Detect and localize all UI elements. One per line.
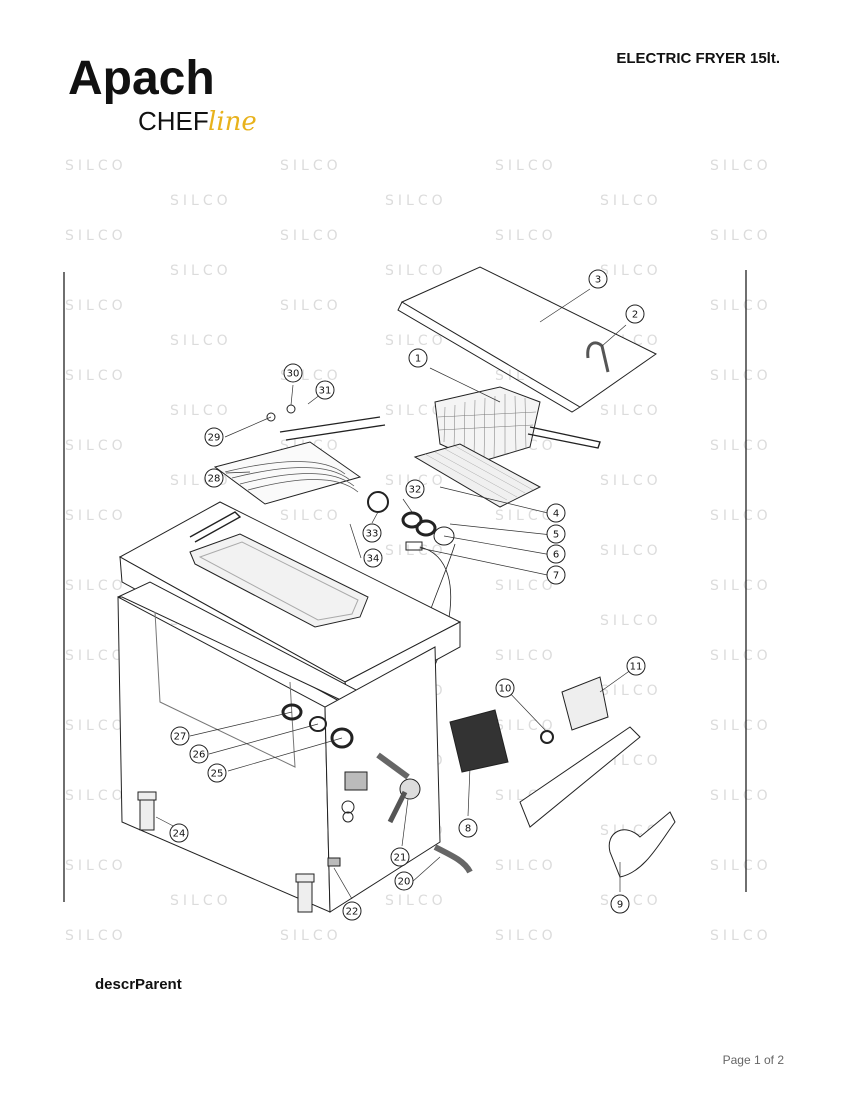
part-callout-label: 3 xyxy=(595,275,601,286)
watermark-text: SILCO xyxy=(65,228,127,244)
part-callout-label: 25 xyxy=(211,769,224,780)
part-callout-label: 20 xyxy=(398,877,411,888)
brand-logo: Apach CHEF line xyxy=(68,52,257,137)
part-callout-label: 2 xyxy=(632,310,638,321)
part-callout-27: 27 xyxy=(170,726,190,746)
watermark-text: SILCO xyxy=(170,193,232,209)
part-callout-label: 22 xyxy=(346,907,359,918)
part-callout-25: 25 xyxy=(207,763,227,783)
part-callout-1: 1 xyxy=(408,348,428,368)
part-callout-28: 28 xyxy=(204,468,224,488)
document-title: ELECTRIC FRYER 15lt. xyxy=(616,50,780,67)
part-callout-20: 20 xyxy=(394,871,414,891)
part-callout-22: 22 xyxy=(342,901,362,921)
part-callout-30: 30 xyxy=(283,363,303,383)
part-callout-label: 7 xyxy=(553,571,559,582)
part-callout-6: 6 xyxy=(546,544,566,564)
part-callout-5: 5 xyxy=(546,524,566,544)
part-callout-label: 32 xyxy=(409,485,422,496)
part-callout-label: 26 xyxy=(193,750,206,761)
brand-sub-script: line xyxy=(208,107,257,137)
part-callout-4: 4 xyxy=(546,503,566,523)
part-callout-7: 7 xyxy=(546,565,566,585)
part-callout-label: 29 xyxy=(208,433,221,444)
section-label: descrParent xyxy=(95,976,182,993)
part-callout-label: 1 xyxy=(415,354,421,365)
watermark-text: SILCO xyxy=(495,228,557,244)
part-callout-8: 8 xyxy=(458,818,478,838)
part-callout-label: 11 xyxy=(630,662,643,673)
part-callout-label: 5 xyxy=(553,530,559,541)
part-callout-31: 31 xyxy=(315,380,335,400)
part-callout-33: 33 xyxy=(362,523,382,543)
part-callout-10: 10 xyxy=(495,678,515,698)
part-callout-label: 4 xyxy=(553,509,559,520)
watermark-text: SILCO xyxy=(65,158,127,174)
page-indicator: Page 1 of 2 xyxy=(722,1053,784,1067)
part-callout-label: 24 xyxy=(173,829,186,840)
watermark-text: SILCO xyxy=(280,158,342,174)
part-callout-label: 30 xyxy=(287,369,300,380)
watermark-text: SILCO xyxy=(710,228,772,244)
part-callout-label: 27 xyxy=(174,732,187,743)
watermark-text: SILCO xyxy=(385,193,447,209)
brand-sub-prefix: CHEF xyxy=(138,106,209,136)
watermark-text: SILCO xyxy=(495,158,557,174)
part-callout-label: 6 xyxy=(553,550,559,561)
watermark-text: SILCO xyxy=(600,193,662,209)
part-callout-label: 10 xyxy=(499,684,512,695)
part-callout-3: 3 xyxy=(588,269,608,289)
watermark-text: SILCO xyxy=(710,158,772,174)
part-callout-34: 34 xyxy=(363,548,383,568)
part-callout-label: 9 xyxy=(617,900,623,911)
part-callout-label: 31 xyxy=(319,386,332,397)
part-callout-24: 24 xyxy=(169,823,189,843)
part-callout-21: 21 xyxy=(390,847,410,867)
part-callout-9: 9 xyxy=(610,894,630,914)
part-callout-2: 2 xyxy=(625,304,645,324)
part-callout-label: 28 xyxy=(208,474,221,485)
part-callout-label: 8 xyxy=(465,824,471,835)
part-callout-11: 11 xyxy=(626,656,646,676)
exploded-parts-diagram: 1234567891011202122242526272829303132333… xyxy=(63,266,747,921)
watermark-text: SILCO xyxy=(280,228,342,244)
part-callout-label: 34 xyxy=(367,554,380,565)
part-callout-label: 33 xyxy=(366,529,379,540)
part-callout-label: 21 xyxy=(394,853,407,864)
part-callout-26: 26 xyxy=(189,744,209,764)
part-callout-32: 32 xyxy=(405,479,425,499)
brand-name: Apach xyxy=(68,52,215,105)
part-callout-29: 29 xyxy=(204,427,224,447)
